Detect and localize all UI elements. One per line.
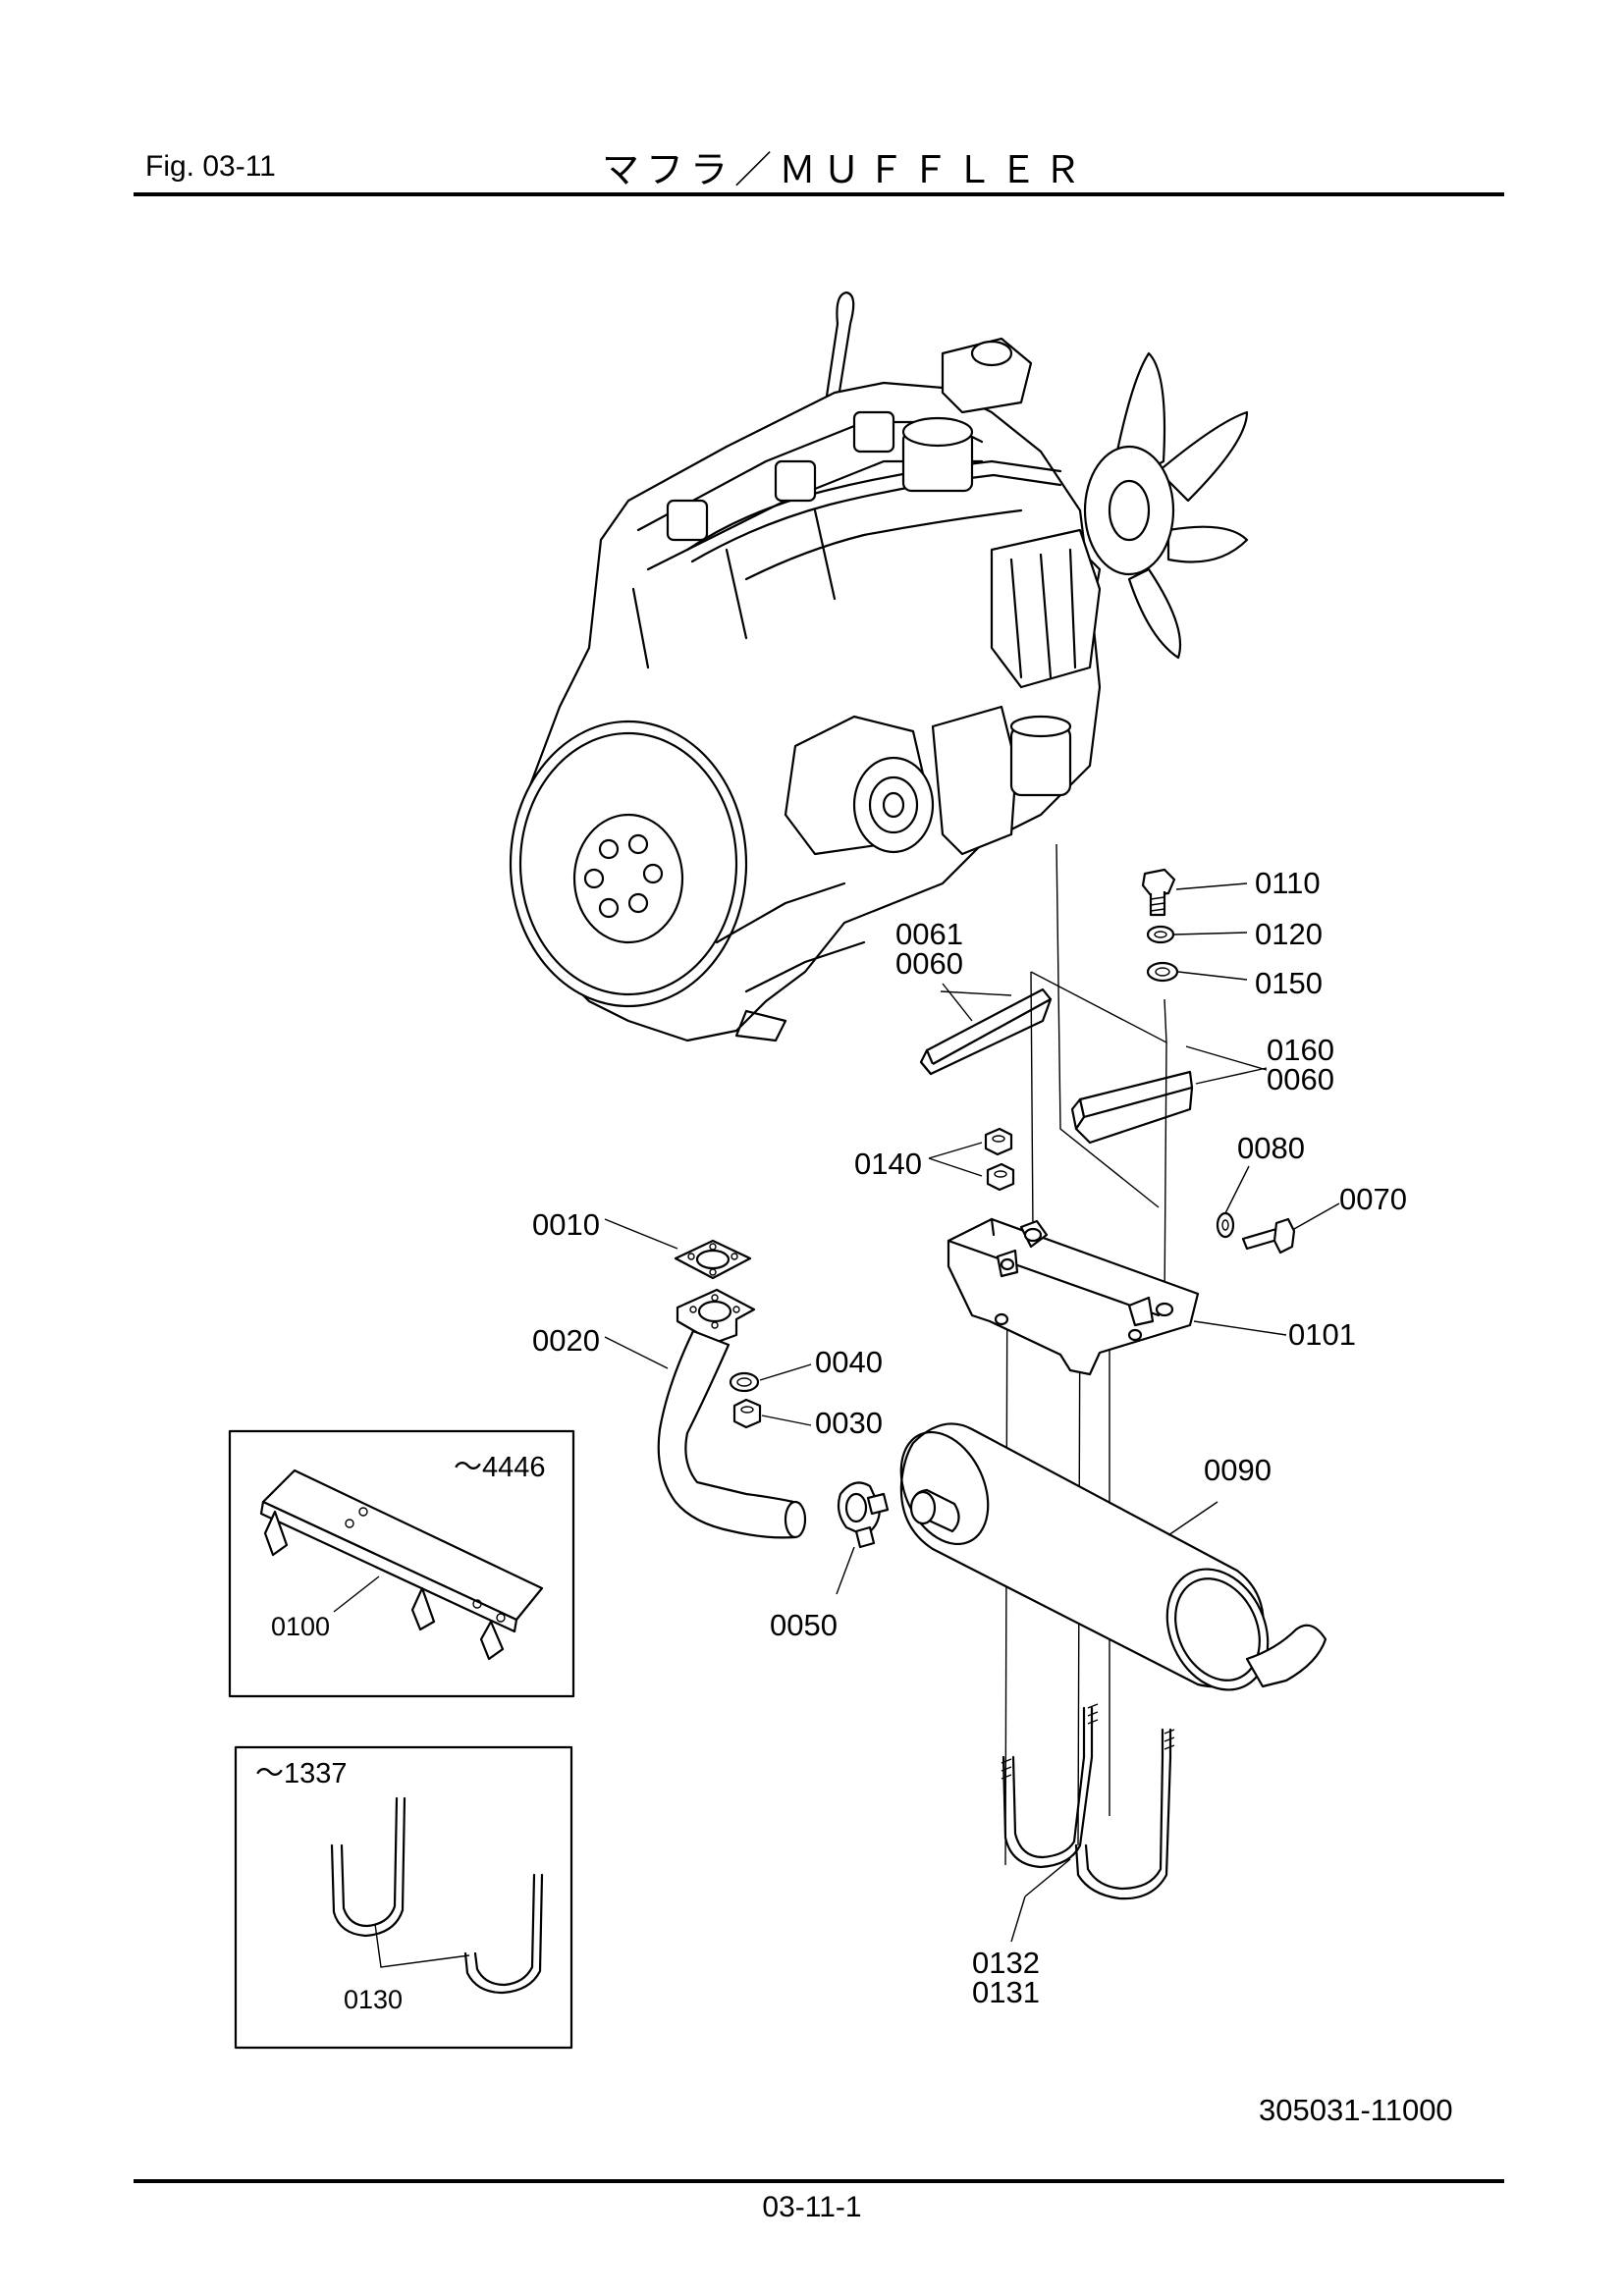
assembly-lines	[940, 843, 1268, 1866]
label-0110: 0110	[1255, 866, 1321, 900]
label-0060-a: 0060	[895, 946, 963, 981]
washer-0150	[1146, 961, 1179, 983]
label-0010: 0010	[532, 1207, 600, 1242]
muffler-bracket-0101	[947, 1217, 1200, 1376]
bolt-0070	[1241, 1217, 1296, 1255]
label-0050: 0050	[770, 1608, 838, 1642]
inset-plate-drawing	[259, 1468, 544, 1661]
label-0070: 0070	[1339, 1182, 1407, 1216]
nuts-0140	[984, 1127, 1015, 1192]
exhaust-pipe-0020	[657, 1288, 807, 1539]
label-0160: 0160	[1267, 1033, 1334, 1067]
label-0060-b: 0060	[1267, 1062, 1334, 1096]
inset-ubolt-drawing	[330, 1796, 544, 1995]
gasket-0010	[674, 1239, 752, 1280]
muffler-0090	[899, 1422, 1327, 1691]
inset-plate-box	[228, 1429, 575, 1698]
label-0020: 0020	[532, 1323, 600, 1358]
label-0061: 0061	[895, 917, 963, 951]
page-number: 03-11-1	[762, 2191, 862, 2223]
drawing-number: 305031-11000	[1259, 2093, 1453, 2127]
washer-0040	[729, 1371, 760, 1393]
label-0101: 0101	[1288, 1317, 1356, 1352]
footer-rule	[134, 2179, 1504, 2183]
label-0080: 0080	[1237, 1131, 1305, 1165]
washer-0120	[1146, 925, 1175, 944]
inset-ubolt-box	[234, 1745, 573, 2050]
inset-ubolt-part-label: 0130	[344, 1985, 403, 2014]
inset-ubolt-serial-note: ～1337	[255, 1758, 348, 1789]
bolt-0110	[1141, 868, 1176, 917]
nut-0030	[732, 1398, 762, 1429]
label-0140: 0140	[854, 1147, 922, 1181]
page-title: マフラ／ＭＵＦＦＬＥＲ	[602, 150, 1089, 191]
inset-plate-part-label: 0100	[271, 1612, 330, 1641]
ubolts-0131-0132	[1001, 1703, 1175, 1900]
label-0040: 0040	[815, 1345, 883, 1379]
header-rule	[134, 192, 1504, 196]
label-0090: 0090	[1204, 1453, 1272, 1487]
washer-0080	[1216, 1211, 1235, 1239]
label-0132: 0132	[972, 1946, 1040, 1980]
bracket-0061	[919, 988, 1053, 1076]
label-0030: 0030	[815, 1406, 883, 1440]
clamp-0050	[837, 1481, 890, 1549]
engine-illustration	[509, 291, 1249, 1042]
bracket-0160	[1070, 1070, 1194, 1145]
label-0131: 0131	[972, 1975, 1040, 2009]
label-0120: 0120	[1255, 917, 1323, 951]
inset-plate-serial-note: ～4446	[454, 1452, 546, 1483]
label-0150: 0150	[1255, 966, 1323, 1000]
figure-label: Fig. 03-11	[145, 150, 276, 183]
